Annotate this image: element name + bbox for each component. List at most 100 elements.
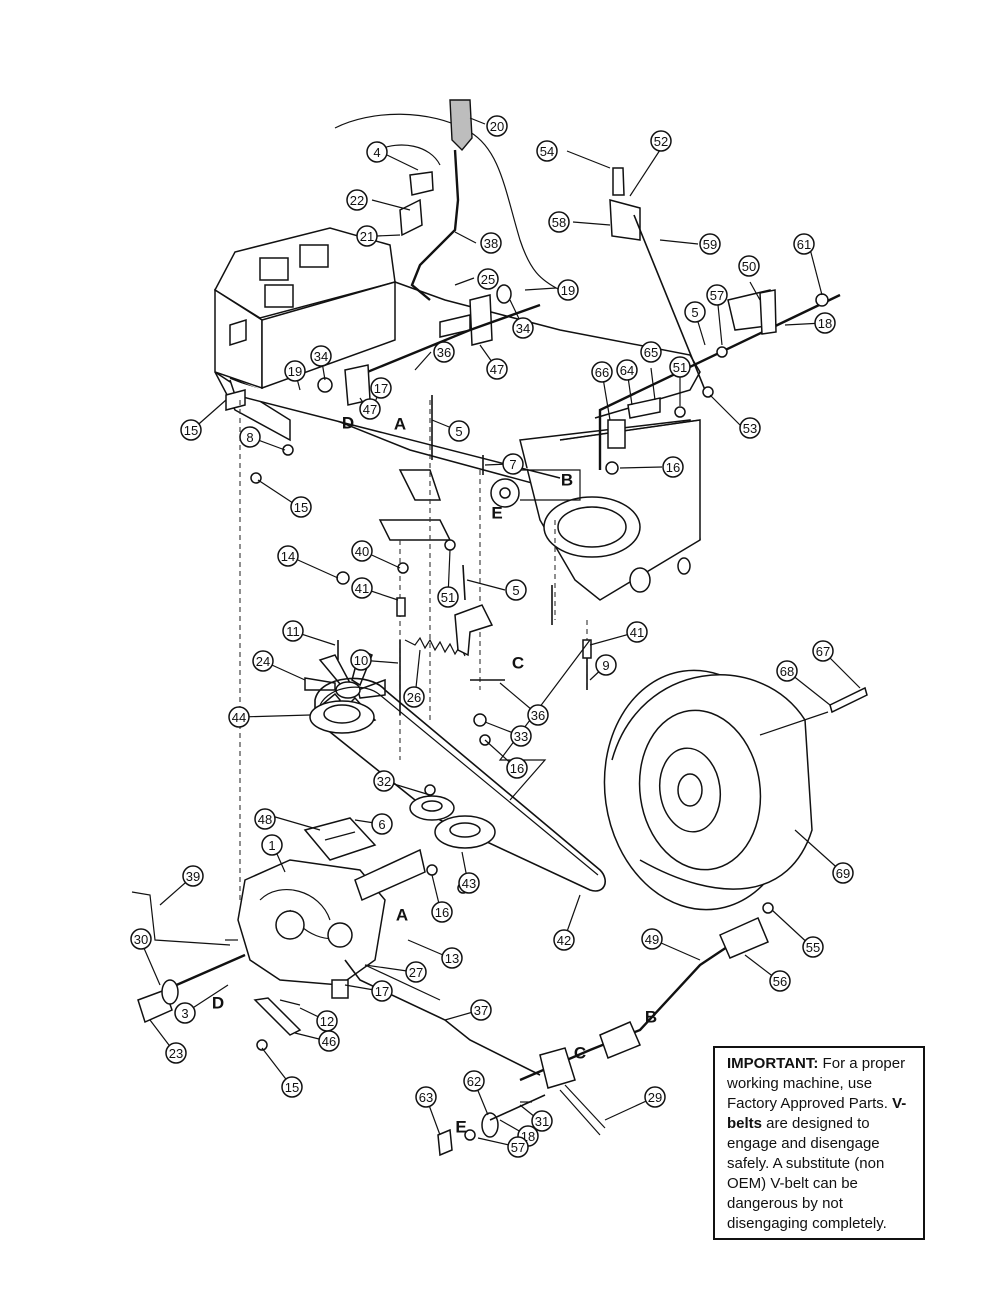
part-number-label: 1 [268, 838, 275, 853]
part-number-label: 53 [743, 421, 757, 436]
part-number-label: 22 [350, 193, 364, 208]
connection-letter-D: D [212, 994, 224, 1013]
part-number-label: 69 [836, 866, 850, 881]
part-callout-10: 10 [350, 649, 372, 671]
part-callout-13: 13 [441, 947, 463, 969]
part-number-label: 51 [441, 590, 455, 605]
connection-letter-B: B [561, 471, 573, 490]
part-number-label: 50 [742, 259, 756, 274]
part-number-label: 10 [354, 653, 368, 668]
part-number-label: 34 [314, 349, 328, 364]
part-number-label: 11 [286, 624, 300, 639]
part-callout-21: 21 [356, 225, 378, 247]
part-callout-58: 58 [548, 211, 570, 233]
part-number-label: 20 [490, 119, 504, 134]
part-callout-27: 27 [405, 961, 427, 983]
part-number-label: 61 [797, 237, 811, 252]
part-number-label: 19 [561, 283, 575, 298]
part-number-label: 25 [481, 272, 495, 287]
part-number-label: 17 [374, 381, 388, 396]
part-callout-53: 53 [739, 417, 761, 439]
part-callout-47: 47 [359, 398, 381, 420]
part-callout-34: 34 [310, 345, 332, 367]
important-note: IMPORTANT: For a proper working machine,… [713, 1046, 925, 1240]
part-number-label: 63 [419, 1090, 433, 1105]
part-number-label: 15 [184, 423, 198, 438]
part-number-label: 19 [288, 364, 302, 379]
part-callout-52: 52 [650, 130, 672, 152]
part-callout-3: 3 [174, 1002, 196, 1024]
rear-tire [603, 669, 829, 911]
part-number-label: 24 [256, 654, 270, 669]
part-number-label: 64 [620, 363, 634, 378]
part-callout-46: 46 [318, 1030, 340, 1052]
part-callout-12: 12 [316, 1010, 338, 1032]
part-callout-5: 5 [684, 301, 706, 323]
part-number-label: 16 [666, 460, 680, 475]
part-number-label: 15 [294, 500, 308, 515]
part-number-label: 9 [602, 658, 609, 673]
part-callout-51: 51 [669, 356, 691, 378]
part-callout-29: 29 [644, 1086, 666, 1108]
part-callout-44: 44 [228, 706, 250, 728]
part-number-label: 57 [511, 1140, 525, 1155]
connection-letter-C: C [512, 654, 524, 673]
part-callout-43: 43 [458, 872, 480, 894]
part-number-label: 52 [654, 134, 668, 149]
part-number-label: 38 [484, 236, 498, 251]
part-callout-25: 25 [477, 268, 499, 290]
part-number-label: 5 [455, 424, 462, 439]
part-number-label: 18 [818, 316, 832, 331]
part-number-label: 4 [373, 145, 380, 160]
part-number-label: 59 [703, 237, 717, 252]
part-callout-16: 16 [431, 901, 453, 923]
connection-letter-E: E [491, 504, 502, 523]
vbelts-text: are designed to engage and disengage saf… [727, 1115, 887, 1232]
part-number-label: 43 [462, 876, 476, 891]
connection-letter-A: A [396, 906, 408, 925]
drive-belt [314, 677, 606, 892]
part-callout-47: 47 [486, 358, 508, 380]
part-number-label: 3 [181, 1006, 188, 1021]
part-number-label: 46 [322, 1034, 336, 1049]
part-number-label: 41 [355, 581, 369, 596]
part-number-label: 8 [246, 430, 253, 445]
part-number-label: 44 [232, 710, 246, 725]
part-callout-63: 63 [415, 1086, 437, 1108]
part-callout-22: 22 [346, 189, 368, 211]
part-number-label: 31 [535, 1114, 549, 1129]
important-label: IMPORTANT: [727, 1055, 819, 1072]
connection-letter-B: B [645, 1008, 657, 1027]
part-callout-18: 18 [814, 312, 836, 334]
seat-outline [334, 113, 561, 291]
part-callout-26: 26 [403, 686, 425, 708]
part-number-label: 29 [648, 1090, 662, 1105]
part-callout-51: 51 [437, 586, 459, 608]
part-callout-65: 65 [640, 341, 662, 363]
part-number-label: 56 [773, 974, 787, 989]
part-callout-64: 64 [616, 359, 638, 381]
part-number-label: 51 [673, 360, 687, 375]
part-callout-19: 19 [557, 279, 579, 301]
part-callout-4: 4 [366, 141, 388, 163]
part-callout-1: 1 [261, 834, 283, 856]
part-number-label: 34 [516, 321, 530, 336]
part-callout-57: 57 [507, 1136, 529, 1158]
part-number-label: 67 [816, 644, 830, 659]
part-callout-32: 32 [373, 770, 395, 792]
part-number-label: 33 [514, 729, 528, 744]
part-number-label: 15 [285, 1080, 299, 1095]
part-callout-36: 36 [527, 704, 549, 726]
connection-letter-E: E [455, 1118, 466, 1137]
part-number-label: 13 [445, 951, 459, 966]
part-callout-23: 23 [165, 1042, 187, 1064]
part-callout-36: 36 [433, 341, 455, 363]
part-number-label: 32 [377, 774, 391, 789]
part-number-label: 5 [691, 305, 698, 320]
part-callout-16: 16 [506, 757, 528, 779]
shift-knob [449, 99, 473, 152]
part-callout-17: 17 [371, 980, 393, 1002]
connection-letter-C: C [574, 1044, 586, 1063]
